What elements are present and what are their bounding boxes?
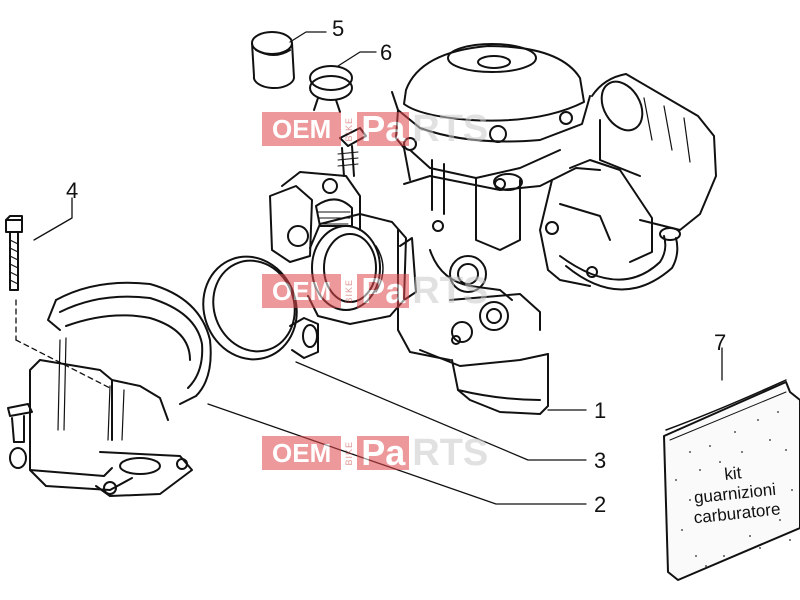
leader-2 bbox=[207, 403, 587, 505]
leader-3 bbox=[295, 361, 587, 461]
leader-4 bbox=[33, 197, 73, 241]
dashed-axis-4b bbox=[15, 339, 111, 389]
part-6-clamp bbox=[309, 65, 353, 113]
callout-3: 3 bbox=[594, 448, 607, 473]
part-4-bolt bbox=[5, 215, 23, 291]
leader-6 bbox=[337, 51, 377, 67]
bag-speckle bbox=[675, 411, 793, 567]
callout-1: 1 bbox=[594, 398, 607, 423]
part-5-sleeve bbox=[251, 31, 295, 90]
callout-7: 7 bbox=[714, 330, 727, 355]
part-1-carburetor bbox=[269, 43, 717, 415]
callout-4: 4 bbox=[66, 178, 79, 203]
callout-6: 6 bbox=[380, 40, 393, 65]
part-3-band-clamp bbox=[202, 255, 319, 361]
callout-5: 5 bbox=[332, 16, 345, 41]
part-7-gasket-kit-bag bbox=[663, 379, 800, 581]
callout-2: 2 bbox=[594, 492, 607, 517]
leader-5 bbox=[289, 31, 327, 43]
kit-bag-label: kit guarnizioni carburatore bbox=[673, 458, 797, 530]
part-2-intake-manifold bbox=[7, 281, 212, 497]
